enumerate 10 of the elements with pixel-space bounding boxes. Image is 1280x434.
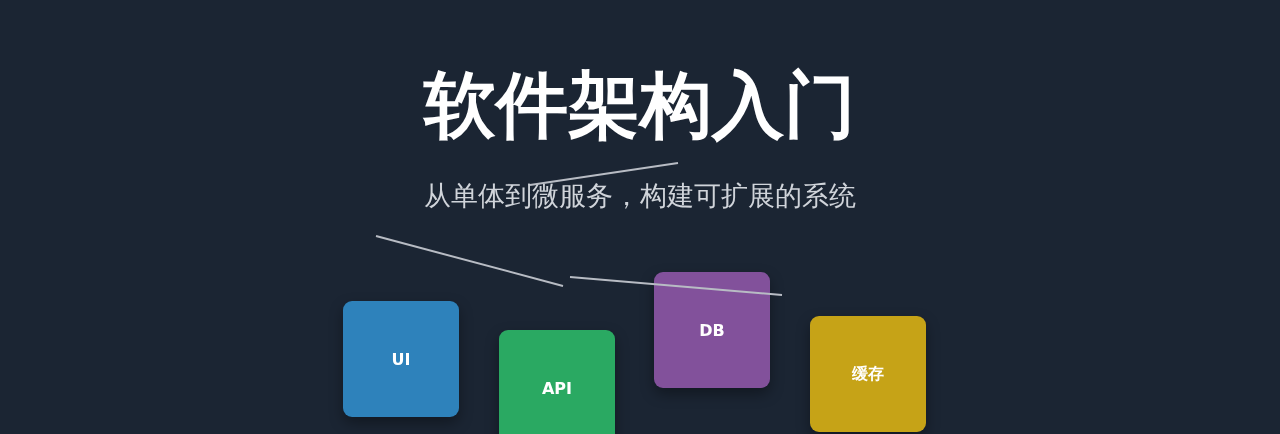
component-card	[343, 301, 459, 417]
card-label: DB	[699, 320, 725, 340]
component-card	[499, 330, 615, 434]
subtitle: 从单体到微服务，构建可扩展的系统	[424, 180, 856, 211]
card-label: 缓存	[852, 363, 884, 385]
component-card	[810, 316, 926, 432]
card-label: UI	[391, 349, 411, 369]
component-card	[654, 272, 770, 388]
card-label: API	[541, 378, 573, 398]
title: 软件架构入门	[424, 63, 856, 147]
